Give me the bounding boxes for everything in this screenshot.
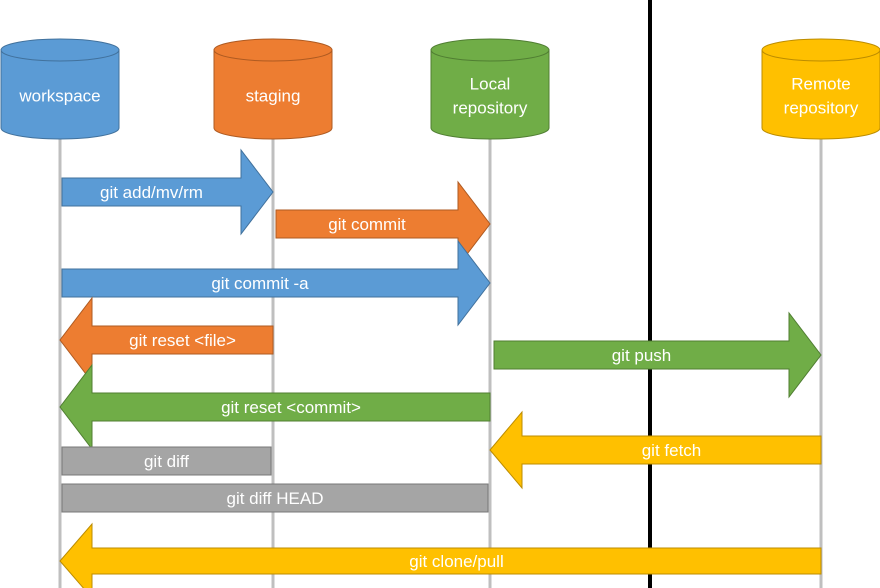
command-git-fetch: git fetch — [489, 410, 822, 490]
remote-label-line-2: repository — [784, 99, 859, 118]
lane-headers: workspace staging Local repository Remote rep… — [0, 38, 880, 140]
git-add-label: git add/mv/rm — [100, 183, 203, 202]
lane-workspace: workspace — [0, 38, 120, 140]
workspace-label-line-1: workspace — [18, 87, 100, 106]
git-push-label: git push — [612, 346, 672, 365]
git-reset-commit-arrow — [59, 363, 491, 451]
git-fetch-arrow — [489, 410, 822, 490]
command-git-clone-pull: git clone/pull — [59, 522, 822, 588]
command-git-commit: git commit — [275, 180, 491, 268]
staging-label-line-1: staging — [246, 87, 301, 106]
lane-staging: staging — [213, 38, 333, 140]
git-commit-a-label: git commit -a — [211, 274, 309, 293]
git-commit-arrow — [275, 180, 491, 268]
command-arrows: git add/mv/rm git commit git commit -a git … — [59, 148, 822, 588]
command-git-add: git add/mv/rm — [61, 148, 274, 236]
staging-cylinder-body — [213, 49, 333, 140]
git-commit-label: git commit — [328, 215, 406, 234]
command-git-diff: git diff — [61, 446, 272, 476]
git-reset-file-label: git reset <file> — [129, 331, 236, 350]
workspace-cylinder-top — [0, 38, 120, 62]
git-fetch-label: git fetch — [642, 441, 702, 460]
lifelines — [58, 128, 823, 588]
local-cylinder-top — [430, 38, 550, 62]
git-add-arrow — [61, 148, 274, 236]
local-label-line-1: Local — [470, 75, 511, 94]
command-git-commit-a: git commit -a — [61, 239, 491, 327]
workspace-cylinder-body — [0, 49, 120, 140]
git-commit-a-arrow — [61, 239, 491, 327]
command-git-reset-file: git reset <file> — [59, 296, 274, 384]
lane-local: Local repository — [430, 38, 550, 140]
remote-cylinder-body — [761, 49, 880, 140]
git-clone-pull-label: git clone/pull — [409, 552, 504, 571]
local-cylinder-body — [430, 49, 550, 140]
command-git-diff-head: git diff HEAD — [61, 483, 489, 513]
git-push-arrow — [493, 311, 822, 399]
git-reset-commit-label: git reset <commit> — [221, 398, 361, 417]
git-diff-bar — [61, 446, 272, 476]
git-diff-head-label: git diff HEAD — [226, 489, 323, 508]
remote-label-line-1: Remote — [791, 75, 851, 94]
command-git-reset-commit: git reset <commit> — [59, 363, 491, 451]
remote-cylinder-top — [761, 38, 880, 62]
git-diff-head-bar — [61, 483, 489, 513]
lane-remote: Remote repository — [761, 38, 880, 140]
local-label-line-2: repository — [453, 99, 528, 118]
command-git-push: git push — [493, 311, 822, 399]
git-reset-file-arrow — [59, 296, 274, 384]
git-diff-label: git diff — [144, 452, 189, 471]
git-clone-pull-arrow — [59, 522, 822, 588]
staging-cylinder-top — [213, 38, 333, 62]
